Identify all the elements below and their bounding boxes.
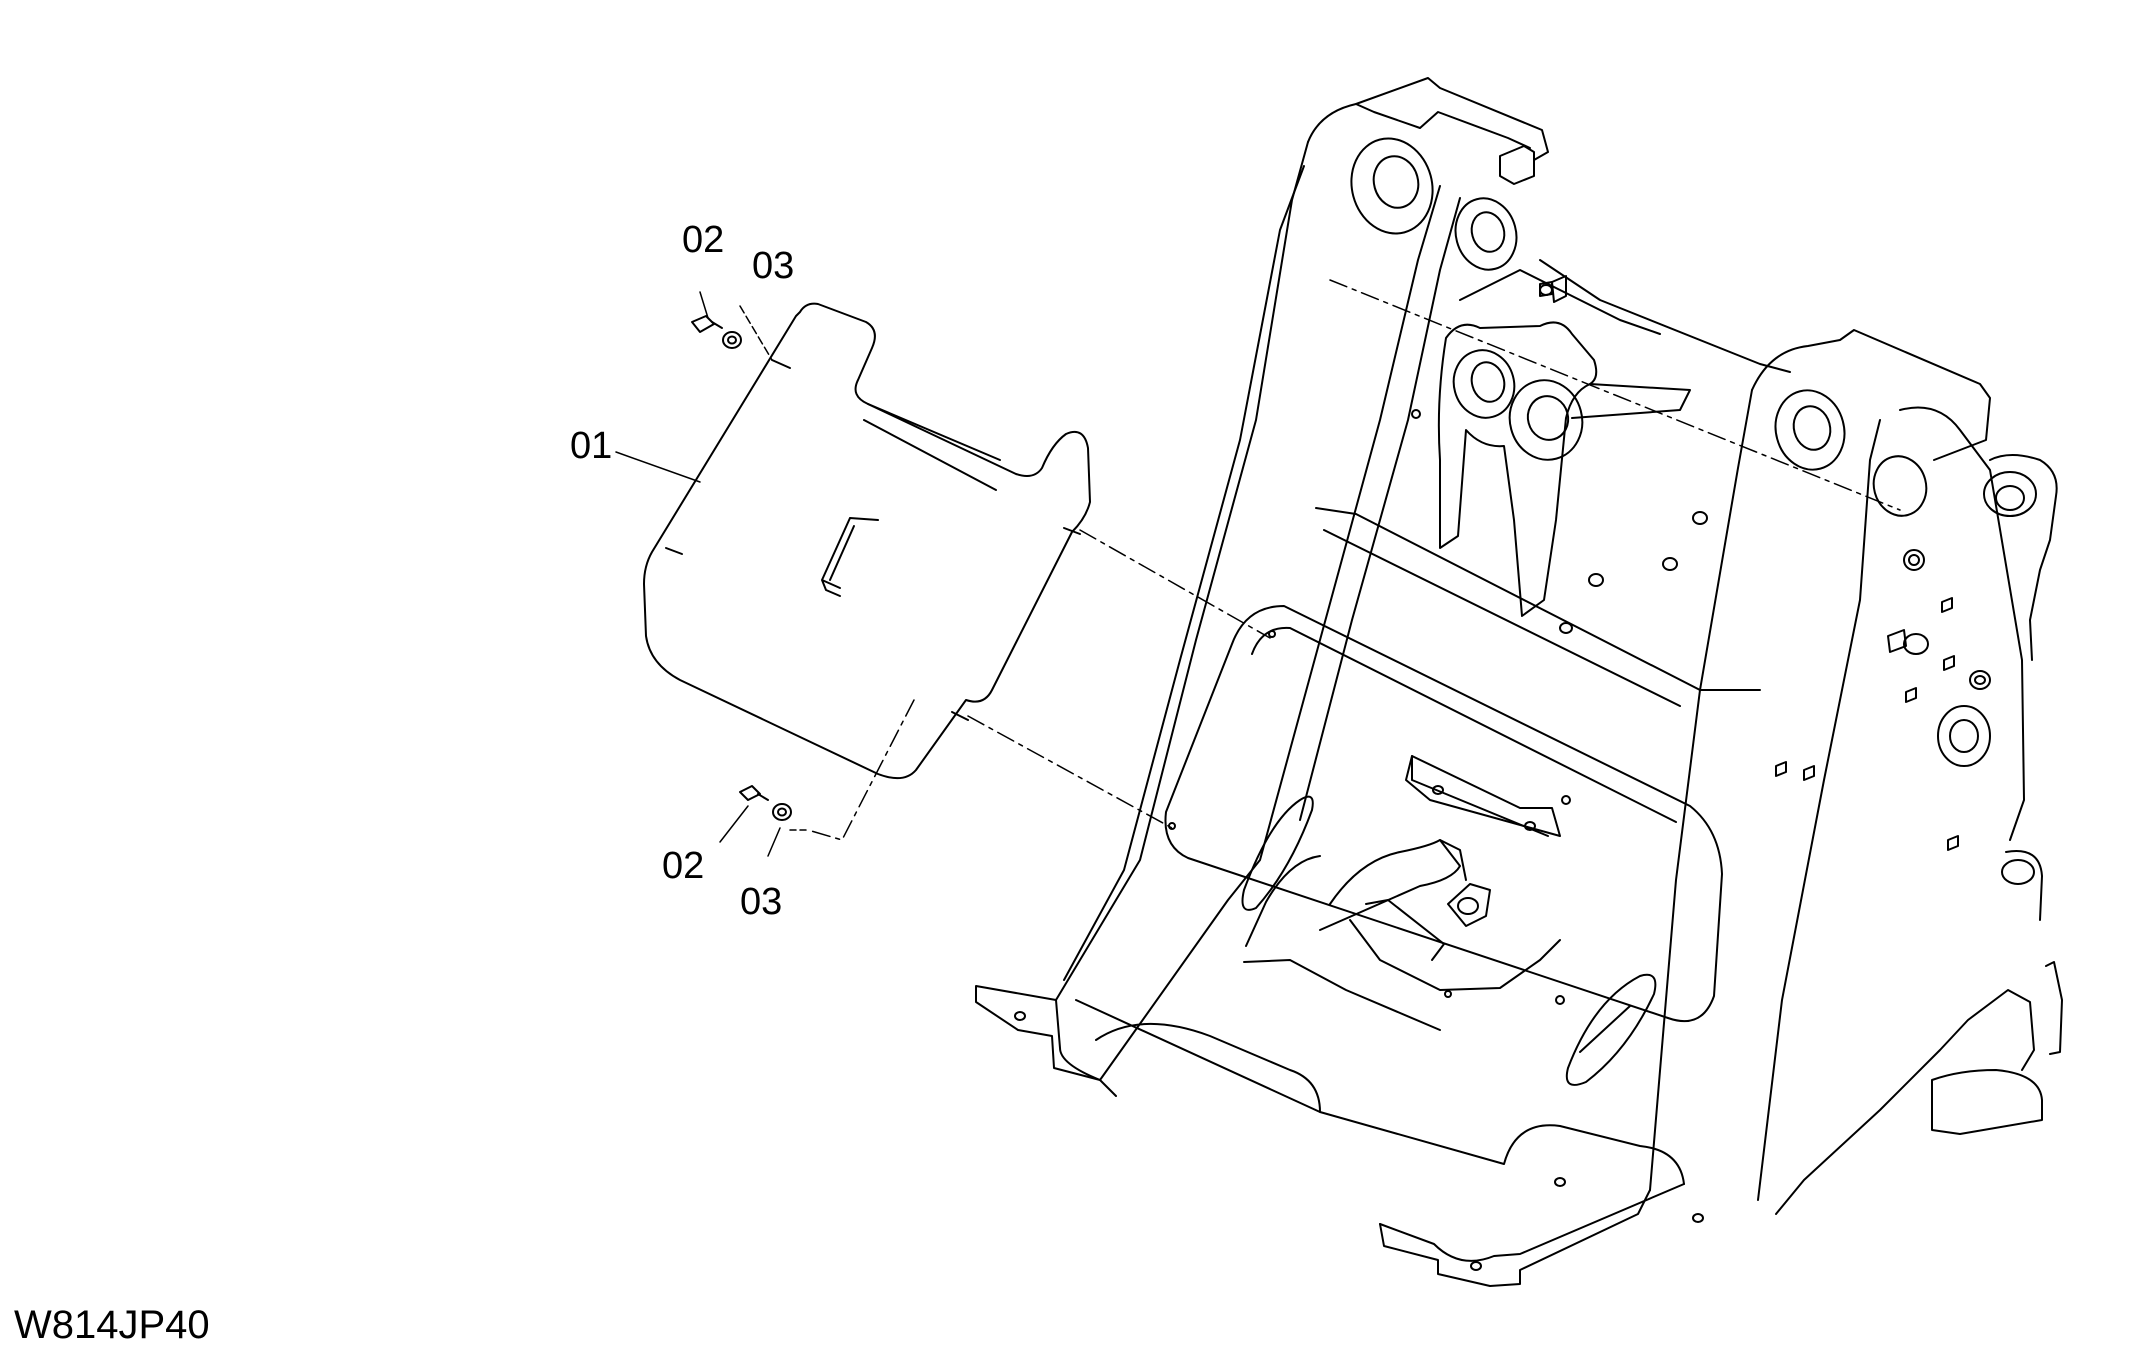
bolt-02-upper	[691, 315, 723, 333]
callout-02-upper: 02	[682, 219, 724, 261]
callout-03-upper: 03	[752, 245, 794, 287]
callout-01: 01	[570, 425, 612, 467]
assembly-lines	[807, 279, 1901, 841]
washer-03-upper	[722, 331, 742, 349]
drawing-code: W814JP40	[14, 1303, 210, 1345]
front-frame	[975, 77, 2063, 1287]
callout-leaders	[615, 291, 809, 857]
callout-labels: 01 02 03 02 03 W814JP40	[14, 219, 794, 1347]
bolt-02-lower	[739, 785, 769, 801]
washer-03-lower	[772, 803, 792, 821]
cover-plate-01	[643, 302, 1091, 780]
callout-02-lower: 02	[662, 845, 704, 887]
callout-03-lower: 03	[740, 881, 782, 923]
